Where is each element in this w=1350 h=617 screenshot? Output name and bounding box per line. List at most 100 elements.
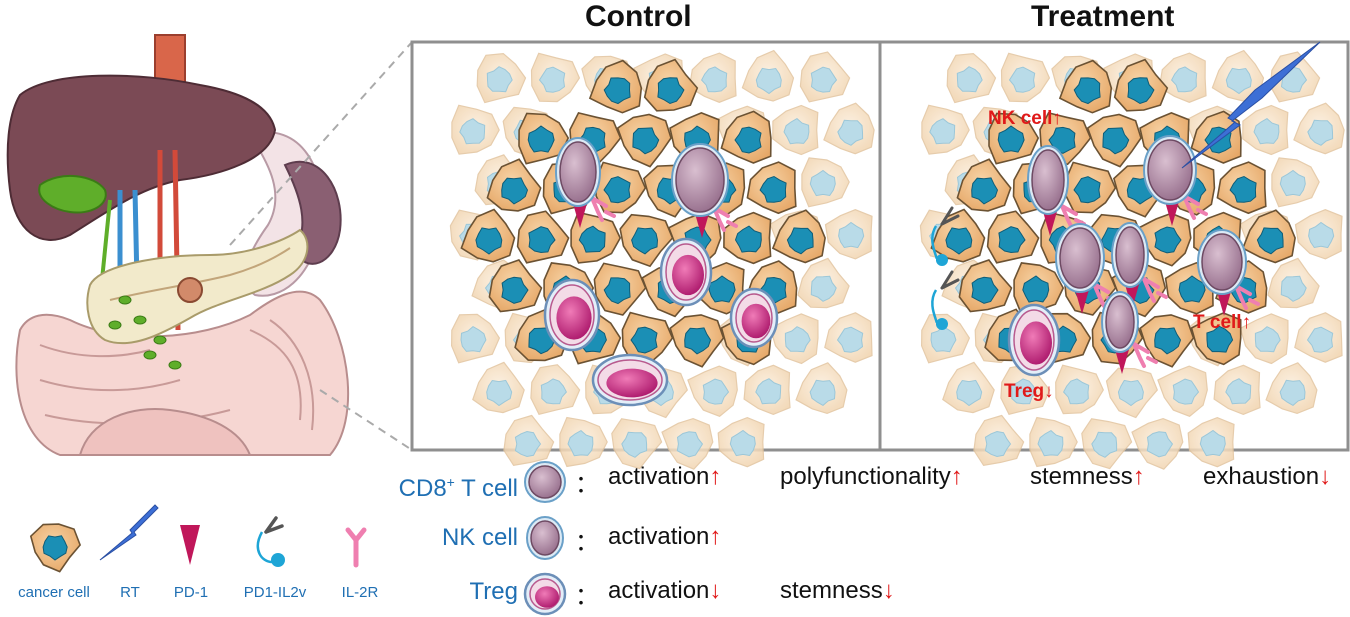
cd8-effect-exhaustion: exhaustion↓ — [1203, 463, 1332, 490]
background-cell — [530, 52, 581, 103]
background-cell — [741, 49, 795, 102]
pd1-triangle-icon — [180, 525, 200, 565]
background-cell — [559, 416, 608, 468]
background-cell — [1158, 52, 1207, 103]
cancer-cell — [570, 211, 622, 264]
background-cell — [688, 52, 737, 103]
background-cell — [1239, 313, 1289, 365]
cancer-cell — [616, 113, 672, 168]
cancer-cell — [488, 259, 543, 313]
treg-decrease-label: Treg↓ — [1004, 381, 1054, 402]
nk-cell-icon — [526, 516, 564, 560]
background-cell — [451, 104, 500, 155]
background-cell — [717, 416, 765, 468]
cancer-cell — [588, 59, 643, 114]
treg-effect-activation: activation↓ — [608, 577, 722, 604]
abdominal-organs-illustration — [6, 34, 350, 456]
spleen — [283, 160, 342, 265]
background-cell — [921, 104, 970, 155]
il2r-receptor-icon — [345, 527, 367, 568]
treg-label: Treg — [469, 578, 518, 605]
cancer-cell — [1241, 209, 1296, 264]
cd8-t-cell-label: CD8+ T cell — [398, 474, 518, 502]
treg-effect-stemness: stemness↓ — [780, 577, 895, 604]
background-cell — [743, 364, 791, 416]
background-cell — [942, 361, 995, 414]
nk-cell — [1027, 145, 1086, 236]
background-cell — [769, 313, 819, 365]
radiation-beam — [1181, 41, 1321, 169]
cancer-cell — [518, 112, 570, 165]
background-cell — [687, 365, 738, 417]
effect-cell-icons — [523, 461, 567, 616]
background-cell — [799, 51, 851, 103]
legend-label-il2r: IL-2R — [341, 584, 379, 601]
background-cell — [503, 414, 555, 466]
legend-label-cancer-cell: cancer cell — [18, 584, 90, 601]
background-cell — [1294, 209, 1343, 260]
cancer-cell — [1137, 212, 1192, 267]
cancer-cell — [956, 158, 1012, 212]
t-cell-increase-label: T cell↑ — [1193, 312, 1252, 333]
background-cell — [476, 52, 527, 104]
cancer-cell — [516, 210, 570, 264]
cancer-cell — [1113, 58, 1169, 112]
cancer-cell — [988, 112, 1040, 165]
cancer-cell — [771, 209, 826, 264]
cd8-effect-activation: activation↑ — [608, 463, 722, 490]
t-cell — [1143, 135, 1208, 226]
nk-cell — [1101, 291, 1158, 374]
cancer-cell — [1064, 161, 1117, 214]
background-cell — [801, 157, 850, 208]
cd8-t-cell-icon — [524, 461, 566, 503]
cancer-cell — [1216, 161, 1267, 215]
treg-cell — [1007, 303, 1061, 377]
pd1-il2v-molecule — [931, 270, 960, 330]
background-cell — [772, 104, 819, 156]
cancer-cell — [593, 262, 647, 316]
background-cell — [920, 313, 971, 364]
t-cell — [555, 137, 616, 228]
t-cell — [1055, 223, 1118, 314]
cancer-cell — [1086, 113, 1142, 168]
background-cell — [1000, 364, 1051, 415]
cancer-cell — [1013, 262, 1065, 315]
control-title: Control — [585, 0, 692, 33]
background-cell — [1267, 257, 1320, 309]
background-cell — [1081, 418, 1133, 470]
cd8-effect-polyfunctionality: polyfunctionality↑ — [780, 463, 963, 490]
radiation-beam-icon — [99, 504, 159, 561]
background-cell — [472, 361, 525, 414]
pd1-il2v-molecule — [931, 206, 960, 266]
background-cell — [1293, 102, 1345, 155]
cd8-effect-stemness: stemness↑ — [1030, 463, 1145, 490]
treg-colon: ： — [575, 583, 599, 610]
nk-colon: ： — [575, 529, 599, 556]
background-cell — [973, 414, 1025, 466]
cancer-cell — [619, 213, 674, 268]
cancer-cell — [460, 208, 516, 263]
cancer-cell — [958, 259, 1013, 313]
cancer-cell — [1058, 59, 1113, 114]
background-cell — [1213, 364, 1261, 416]
treg-cell — [729, 287, 779, 349]
cancer-cell — [986, 210, 1040, 264]
pd1-il2v-icon — [256, 516, 285, 567]
background-cell — [1000, 52, 1051, 103]
treg-cell — [543, 278, 601, 352]
cancer-cell — [643, 58, 699, 112]
background-cell — [1157, 365, 1208, 417]
nk-cell — [1111, 222, 1168, 309]
background-cell — [1265, 362, 1318, 415]
liver — [6, 74, 277, 241]
treg-cell — [591, 353, 669, 407]
t-cell — [671, 143, 738, 238]
cancer-cell — [720, 110, 772, 164]
cancer-cell — [669, 314, 725, 368]
cancer-cell — [621, 311, 674, 365]
nk-cell-label: NK cell — [441, 524, 518, 551]
background-cell — [1187, 416, 1235, 468]
background-cell — [1131, 417, 1184, 470]
